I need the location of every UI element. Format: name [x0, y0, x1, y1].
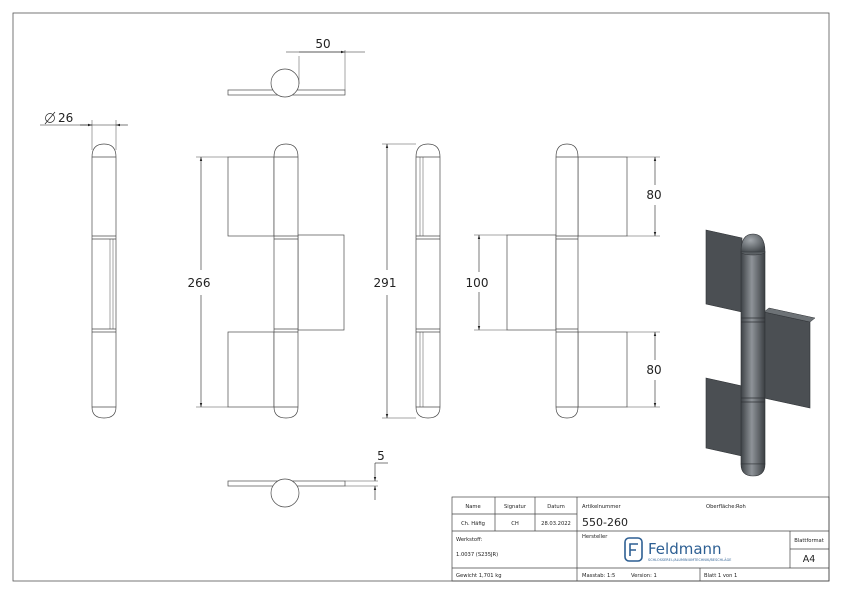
tb-signatur-value: CH — [511, 521, 519, 527]
logo-subtitle: SCHLOSSEREI-/ALUMINIUMTECHNIK/BESCHLÄGE — [648, 557, 731, 562]
dim-thickness: 5 — [377, 449, 385, 463]
dim-bottom-leaf: 80 — [646, 363, 661, 377]
tb-blattformat-value: A4 — [803, 554, 816, 565]
tb-gewicht: Gewicht 1,701 kg — [456, 573, 502, 579]
dim-height-leaves: 266 — [188, 276, 211, 290]
drawing-border — [12, 12, 830, 582]
tb-artikelnummer-label: Artikelnummer — [582, 504, 621, 510]
tb-datum-label: Datum — [547, 504, 565, 510]
feldmann-logo-icon — [624, 537, 643, 562]
tb-blattformat-label: Blattformat — [794, 538, 824, 544]
tb-artikelnummer-value: 550-260 — [582, 516, 628, 529]
tb-werkstoff-label: Werkstoff: — [456, 537, 483, 543]
dim-diameter: 26 — [58, 111, 73, 125]
logo-name: Feldmann — [648, 540, 722, 558]
title-block: Name Signatur Datum Ch. Häfig CH 28.03.2… — [451, 496, 830, 582]
dim-middle-leaf: 100 — [466, 276, 489, 290]
tb-signatur-label: Signatur — [504, 504, 527, 510]
side-view-narrow — [382, 143, 441, 419]
tb-blatt: Blatt 1 von 1 — [704, 573, 737, 579]
top-view — [227, 50, 365, 98]
rear-view — [474, 143, 660, 419]
tb-version: Version: 1 — [631, 573, 657, 579]
tb-werkstoff-value: 1.0037 (S235JR) — [456, 552, 498, 558]
tb-datum-value: 28.03.2022 — [541, 521, 571, 527]
dim-height-overall: 291 — [374, 276, 397, 290]
tb-name-label: Name — [465, 504, 480, 510]
side-view-left — [40, 111, 128, 419]
tb-hersteller-label: Hersteller — [582, 534, 608, 540]
tb-name-value: Ch. Häfig — [461, 521, 485, 527]
feldmann-logo: Feldmann SCHLOSSEREI-/ALUMINIUMTECHNIK/B… — [624, 537, 731, 562]
tb-oberflaeche-value: Roh — [736, 504, 746, 510]
dim-width-flap: 50 — [315, 37, 330, 51]
hinge-3d-render — [705, 229, 816, 477]
tb-oberflaeche-label: Oberfläche: — [706, 504, 736, 510]
front-view — [196, 143, 345, 419]
dim-top-leaf: 80 — [646, 188, 661, 202]
bottom-view — [227, 462, 388, 508]
tb-massstab: Masstab: 1:5 — [582, 573, 615, 579]
